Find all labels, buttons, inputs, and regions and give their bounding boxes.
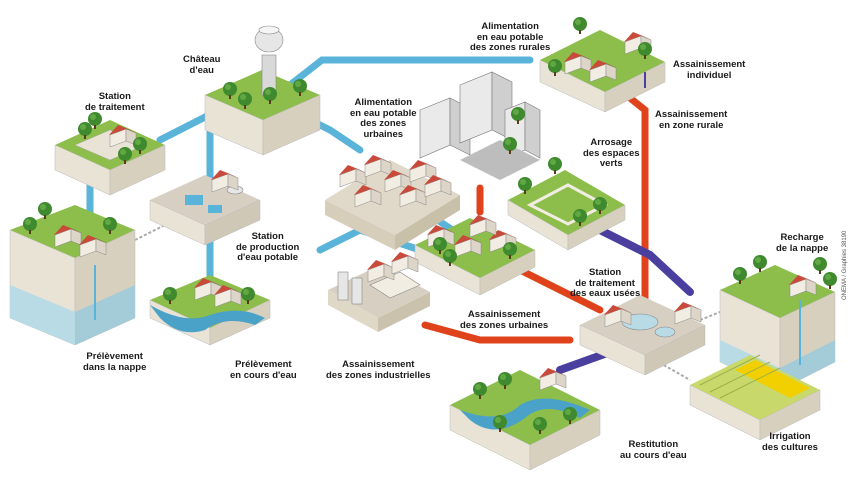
label-irrigation: Irrigation des cultures (762, 431, 818, 453)
label-prelevement-nappe: Prélèvement dans la nappe (83, 351, 147, 373)
label-alim-rurales: Alimentation en eau potable des zones ru… (470, 21, 551, 53)
production-station-block (149, 169, 261, 246)
treatment-station-block (54, 112, 166, 196)
irrigation-block (689, 354, 821, 441)
urban-sanitation-block (414, 214, 536, 296)
river-return-block (449, 367, 601, 471)
label-restitution: Restitution au cours d'eau (620, 439, 687, 461)
label-prelevement-cours: Prélèvement en cours d'eau (230, 359, 297, 381)
label-station-usees: Station de traitement des eaux usées (570, 267, 641, 299)
label-chateau: Château d'eau (183, 54, 221, 76)
label-station-production: Station de production d'eau potable (236, 231, 300, 263)
label-station-traitement: Station de traitement (85, 91, 145, 113)
label-alim-urbaines: Alimentation en eau potable des zones ur… (350, 97, 417, 140)
wastewater-plant-block (579, 295, 706, 376)
label-assain-rurale: Assainissement en zone rurale (655, 109, 728, 131)
water-tower-block (204, 25, 321, 156)
credit-text: ONEMA / Graphies 38190 (842, 230, 848, 300)
label-assain-industrielles: Assainissement des zones industrielles (326, 359, 431, 381)
label-arrosage: Arrosage des espaces verts (583, 137, 640, 169)
river-intake-block (149, 275, 271, 346)
rural-zone-block (539, 17, 666, 113)
label-assain-urbaines: Assainissement des zones urbaines (460, 309, 549, 331)
label-recharge: Recharge de la nappe (776, 232, 829, 254)
groundwater-intake-block (9, 202, 136, 346)
label-assain-individuel: Assainissement individuel (673, 59, 746, 81)
reuse-pipe (586, 221, 694, 296)
urban-zone-block (325, 71, 541, 250)
industrial-zone-block (328, 251, 430, 332)
green-space-block (507, 157, 626, 251)
